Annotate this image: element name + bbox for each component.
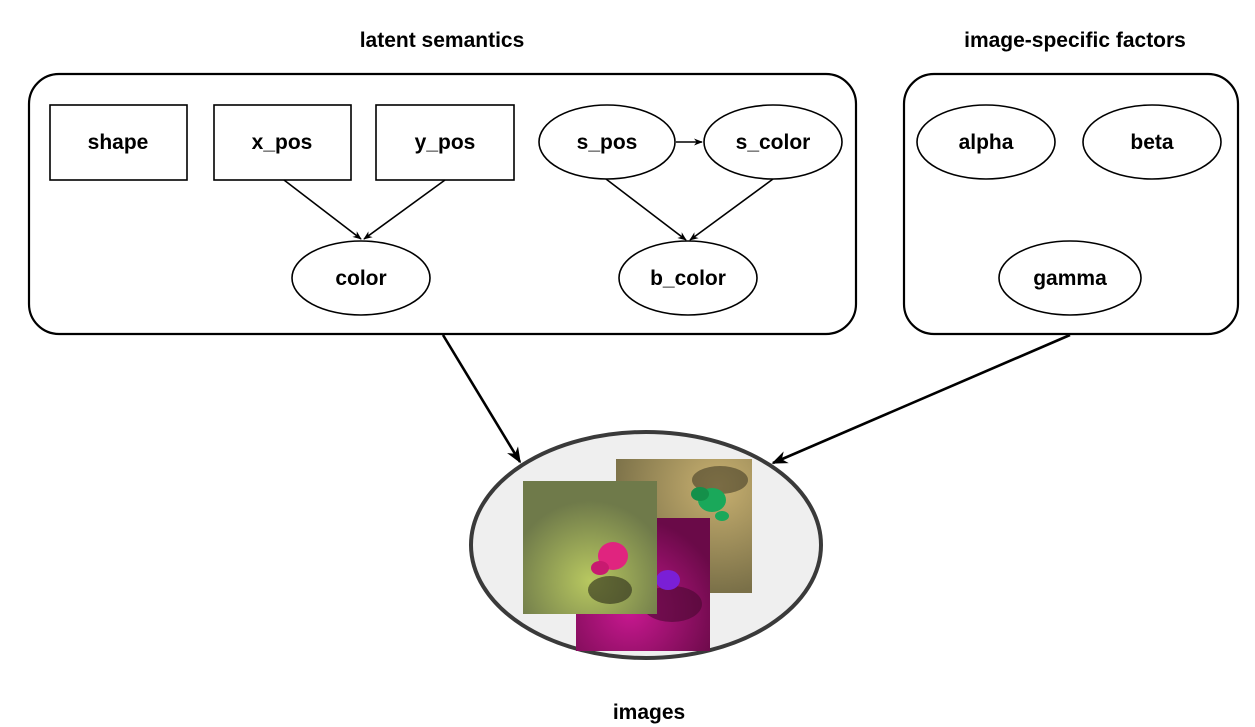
node-x-pos: x_pos xyxy=(213,104,352,181)
node-alpha: alpha xyxy=(916,104,1056,180)
edge-factors-to-images xyxy=(771,333,1071,465)
edge-latent-to-images xyxy=(441,334,522,464)
node-shape-label: shape xyxy=(88,131,149,154)
node-gamma: gamma xyxy=(998,240,1142,316)
node-alpha-label: alpha xyxy=(959,131,1014,154)
edge-s-color-to-b-color xyxy=(689,178,774,241)
node-s-pos: s_pos xyxy=(538,104,676,180)
edge-x-pos-to-color xyxy=(283,179,362,240)
render-image-pink xyxy=(523,481,657,614)
edge-s-pos-to-b-color xyxy=(605,178,687,241)
edge-y-pos-to-color xyxy=(363,179,446,240)
image-specific-factors-title: image-specific factors xyxy=(964,29,1186,52)
node-s-color: s_color xyxy=(703,104,843,180)
node-b-color-label: b_color xyxy=(650,267,726,290)
node-s-color-label: s_color xyxy=(736,131,811,154)
node-y-pos: y_pos xyxy=(375,104,515,181)
node-color-label: color xyxy=(335,267,386,290)
images-label: images xyxy=(613,701,685,724)
node-gamma-label: gamma xyxy=(1033,267,1107,290)
node-shape: shape xyxy=(49,104,188,181)
node-x-pos-label: x_pos xyxy=(252,131,313,154)
node-s-pos-label: s_pos xyxy=(577,131,638,154)
node-beta: beta xyxy=(1082,104,1222,180)
node-b-color: b_color xyxy=(618,240,758,316)
node-y-pos-label: y_pos xyxy=(415,131,476,154)
node-beta-label: beta xyxy=(1130,131,1174,154)
latent-semantics-title: latent semantics xyxy=(360,29,525,52)
purple-object xyxy=(656,570,680,590)
node-color: color xyxy=(291,240,431,316)
